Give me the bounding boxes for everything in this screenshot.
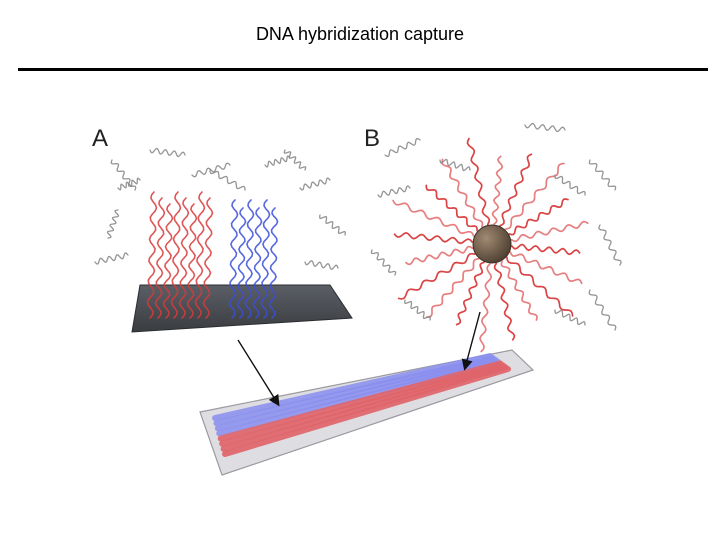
slide-title: DNA hybridization capture [255,24,465,44]
target-strand-icon [554,174,586,196]
probe-strand-icon [491,155,504,225]
title-divider [18,68,708,71]
target-strand-icon [384,137,421,158]
probe-strand-icon [393,231,473,245]
probe-strand-icon [466,137,491,226]
probe-strand-icon [493,262,516,341]
bead-icon [472,224,512,264]
target-strand-icon [319,214,346,236]
probe-strand-icon [186,203,198,319]
probe-strand-icon [244,199,255,319]
probe-strand-icon [405,245,474,266]
probe-strand-icon [268,207,279,319]
target-strand-icon [598,224,622,266]
target-strand-icon [370,249,397,276]
blue-probe-cluster [228,199,279,319]
probe-strand-icon [194,191,206,319]
probe-strand-icon [392,199,475,237]
target-strand-icon [110,159,137,191]
target-strand-icon [439,158,471,172]
target-strand-icon [299,177,331,191]
target-strand-icon [304,259,339,271]
panel-b-solution-phase [370,122,622,353]
array-rows [212,353,511,457]
target-strand-icon [264,155,291,168]
probe-strand-icon [509,251,583,285]
pointer-arrow-icon [237,339,280,407]
pointer-arrow-icon [461,311,481,371]
probe-strand-icon [441,158,484,228]
probe-strand-icon [397,252,476,300]
probe-strand-icon [252,207,263,319]
probe-strand-icon [508,198,569,236]
target-strand-icon [191,162,231,178]
target-strand-icon [524,122,566,133]
probe-strand-icon [228,199,239,319]
glass-slide-icon [131,284,353,333]
probe-strand-icon [162,203,174,319]
target-strand-icon [149,147,186,158]
panel-a-label: A [92,125,109,152]
probe-strand-icon [506,256,574,317]
probe-strand-icon [500,260,538,321]
probe-strand-icon [479,263,493,353]
target-strand-icon [554,309,586,326]
probe-strand-icon [499,153,533,227]
probe-strand-icon [170,191,182,319]
red-probe-cluster [146,191,214,319]
target-strand-icon [106,209,120,239]
target-strand-icon [404,299,431,321]
probe-strand-icon [154,197,166,319]
panel-a-solid-phase [94,147,353,333]
probe-strand-icon [455,261,485,326]
target-strands-a [94,147,346,271]
target-strand-icon [377,185,411,198]
target-strand-icon [209,169,246,191]
probe-strand-icon [504,162,565,230]
target-strands-b [370,122,622,331]
probe-strand-icon [425,258,480,318]
target-strand-icon [94,252,129,265]
panel-b-label: B [364,125,381,152]
array-chip-icon [199,349,535,476]
probe-strand-icon [202,197,214,319]
target-strand-icon [588,289,617,331]
probe-strand-icon [146,191,158,319]
probe-strand-icon [425,184,478,232]
target-strand-icon [283,149,307,171]
array-row [222,366,511,457]
probe-strand-icon [178,197,190,319]
probe-strand-icon [260,199,271,319]
probe-strand-icon [511,243,581,256]
probe-strand-icon [236,207,247,319]
target-strand-icon [588,159,617,191]
target-strand-icon [117,177,141,191]
bead-probes [392,137,589,353]
probe-strand-icon [510,220,589,243]
